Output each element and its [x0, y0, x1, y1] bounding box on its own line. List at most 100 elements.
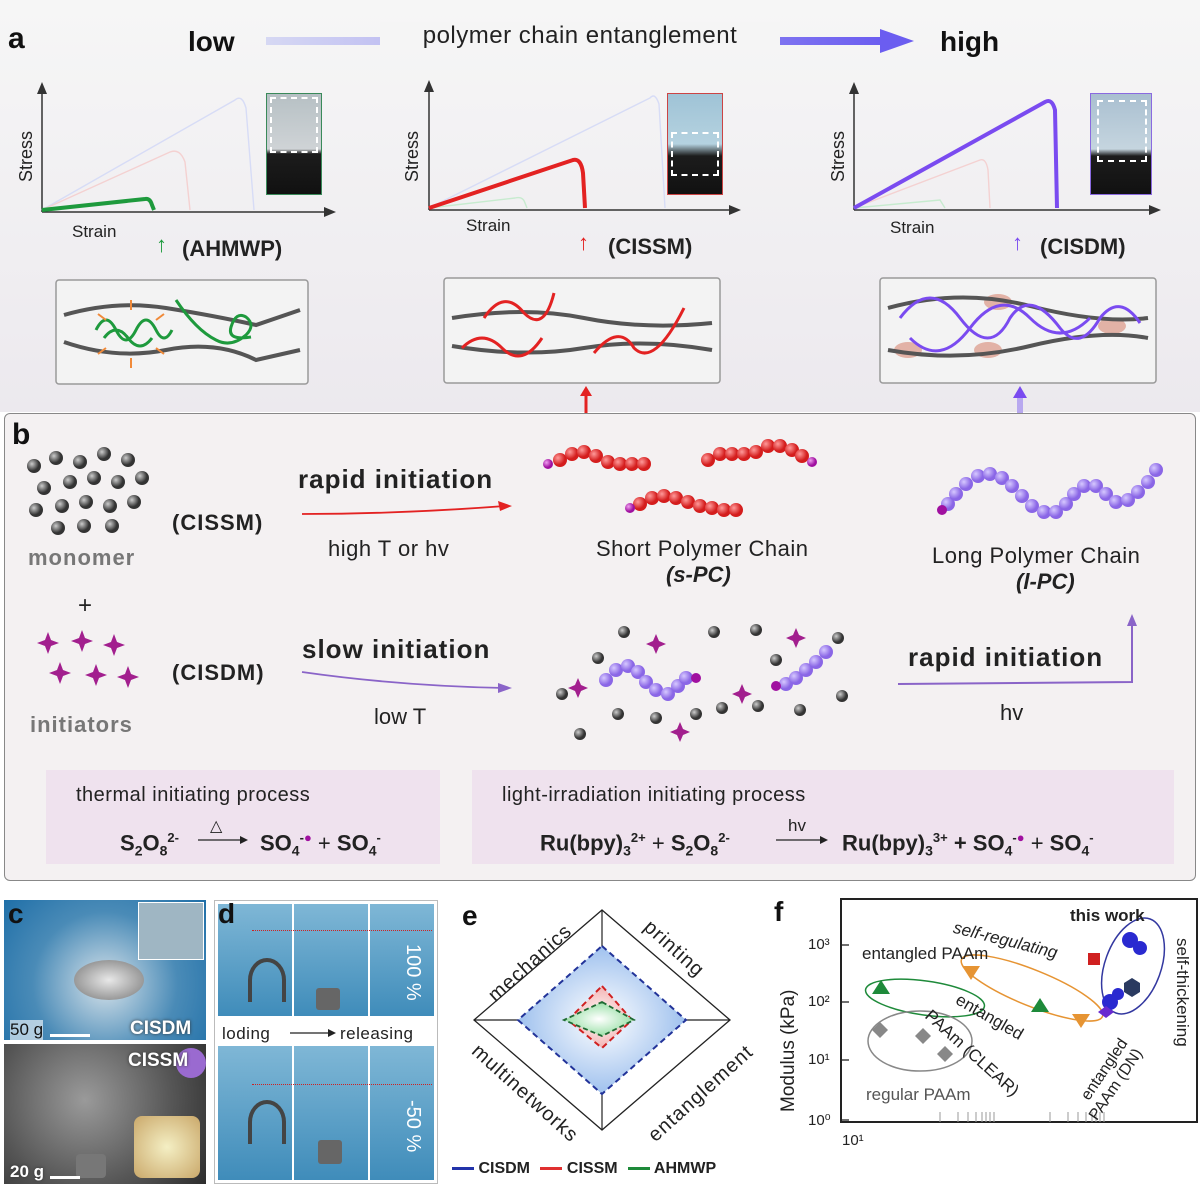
modulus-plot — [840, 898, 1198, 1123]
stress-label-3: Stress — [828, 130, 848, 182]
network-schematic-cissm — [443, 277, 721, 384]
initiator-cluster — [37, 630, 139, 688]
hv-label: hv — [1000, 700, 1024, 725]
strain-label-1: Strain — [72, 222, 117, 241]
stress-strain-plot-cisdm — [849, 82, 1161, 215]
panel-f-label: f — [774, 896, 784, 927]
purple-corner-arrow — [897, 614, 1137, 685]
network-schematic-cisdm — [879, 277, 1157, 384]
ytick-10: 10¹ — [808, 1051, 830, 1068]
thermal-equation: S2O82- — [120, 830, 179, 859]
weight-icon — [316, 988, 340, 1010]
vial-photo-cissm — [667, 93, 723, 195]
radar-legend: CISDM CISSM AHMWP — [452, 1160, 772, 1182]
reaction-arrow — [776, 836, 828, 844]
pct-100-label: 100 % — [402, 944, 424, 1001]
high-label: high — [940, 26, 1000, 57]
red-arrow — [301, 501, 512, 515]
up-arrow-icon: ↑ — [156, 232, 167, 257]
ahmwp-name: (AHMWP) — [182, 236, 283, 261]
photo-cissm-lifting — [4, 1044, 206, 1184]
thermal-process-title: thermal initiating process — [76, 784, 311, 806]
strain-label-2: Strain — [466, 216, 511, 235]
ytick-100: 10² — [808, 993, 830, 1010]
modulus-ylabel: Modulus (kPa) — [778, 989, 799, 1113]
light-equation-products: Ru(bpy)33+ + SO4-● + SO4- — [842, 830, 1094, 859]
reference-line — [252, 930, 432, 931]
legend-swatch-cissm — [540, 1167, 563, 1171]
plus-sign: + — [78, 592, 93, 619]
up-arrow-icon — [580, 386, 592, 414]
delta-symbol: △ — [210, 818, 223, 835]
scale-bar — [50, 1034, 90, 1037]
entanglement-title: polymer chain entanglement — [380, 22, 780, 50]
strain-label-3: Strain — [890, 218, 935, 237]
rapid-initiation-label: rapid initiation — [298, 464, 494, 494]
stress-label-1: Stress — [16, 130, 36, 182]
panel-c-label: c — [8, 898, 24, 929]
pct-neg50-label: -50 % — [402, 1100, 424, 1153]
right-arrow — [290, 1029, 336, 1037]
thermal-process-box — [46, 770, 440, 864]
this-work-label: this work — [1070, 906, 1145, 925]
loading-label: loding — [222, 1024, 271, 1043]
high-t-label: high T or hv — [328, 536, 450, 561]
legend-swatch-cisdm — [452, 1167, 474, 1171]
initiators-label: initiators — [30, 712, 133, 737]
low-t-label: low T — [374, 704, 427, 729]
regular-paam-label: regular PAAm — [866, 1085, 971, 1104]
legend-cissm: CISSM — [566, 1160, 618, 1177]
weight-icon — [318, 1140, 342, 1164]
cisdm-route-label: (CISDM) — [172, 660, 265, 685]
short-chain-abbr: (s-PC) — [666, 562, 731, 587]
cissm-route-label: (CISSM) — [172, 510, 264, 535]
slow-initiation-mixture — [556, 624, 848, 742]
ytick-1000: 10³ — [808, 936, 830, 953]
legend-cisdm: CISDM — [478, 1160, 531, 1177]
cisdm-photo-label: CISDM — [130, 1018, 192, 1039]
long-chain-abbr: (l-PC) — [1016, 569, 1075, 594]
cissm-name: (CISSM) — [608, 234, 693, 259]
short-chains — [543, 439, 817, 517]
photo-cisdm-lifting — [4, 900, 206, 1040]
hv-small-label: hv — [788, 816, 806, 835]
stress-strain-plot-cissm — [424, 80, 741, 215]
cissm-photo-label: CISSM — [128, 1050, 189, 1071]
up-arrow-icon: ↑ — [578, 230, 589, 255]
cisdm-name: (CISDM) — [1040, 234, 1126, 259]
hook-icon — [248, 958, 286, 1002]
long-chain — [937, 463, 1163, 519]
panel-e-label: e — [462, 900, 478, 931]
monomer-label: monomer — [28, 545, 136, 570]
purple-arrow — [301, 671, 512, 693]
network-schematic-ahmwp — [55, 279, 309, 385]
reference-line — [252, 1084, 432, 1085]
hook-icon — [248, 1100, 286, 1144]
panel-b-label: b — [12, 418, 31, 451]
photo-loading-3 — [370, 904, 434, 1016]
light-process-title: light-irradiation initiating process — [502, 784, 806, 806]
stress-strain-plot-ahmwp — [37, 82, 336, 217]
slow-initiation-label: slow initiation — [302, 634, 491, 664]
self-thickening-label: self-thickening — [1173, 938, 1192, 1047]
panel-a-label: a — [8, 22, 25, 55]
short-chain-label: Short Polymer Chain — [596, 536, 809, 561]
weight-50g-label: 50 g — [10, 1020, 44, 1040]
weight-20g-label: 20 g — [10, 1162, 45, 1181]
radar-chart — [473, 909, 731, 1131]
stress-label-2: Stress — [402, 130, 422, 182]
scale-bar — [50, 1176, 80, 1179]
legend-swatch-ahmwp — [628, 1167, 651, 1171]
up-arrow-icon: ↑ — [1012, 230, 1023, 255]
photo-releasing-3 — [370, 1046, 434, 1180]
rapid-initiation-2-label: rapid initiation — [908, 642, 1104, 672]
ytick-1: 10⁰ — [808, 1112, 831, 1129]
legend-ahmwp: AHMWP — [653, 1160, 717, 1177]
vial-photo-ahmwp — [266, 93, 322, 195]
xtick-10: 10¹ — [842, 1132, 864, 1149]
light-equation-reactants: Ru(bpy)32+ + S2O82- — [540, 830, 730, 859]
low-label: low — [188, 26, 235, 57]
long-chain-label: Long Polymer Chain — [932, 543, 1141, 568]
panel-d-label: d — [218, 898, 236, 929]
vial-photo-cisdm — [1090, 93, 1152, 195]
